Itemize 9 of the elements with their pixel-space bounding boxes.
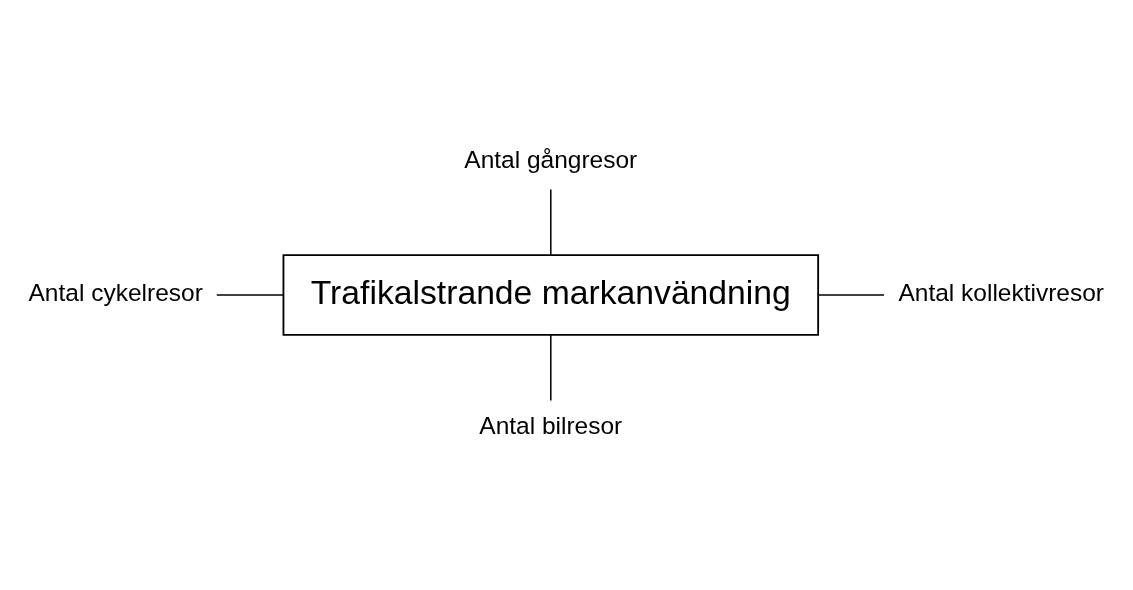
connector [550, 188, 552, 256]
node-box: Trafikalstrande markanvändning [282, 254, 820, 336]
connector [216, 294, 285, 296]
connector [550, 334, 552, 402]
node-text: Antal cykelresor [28, 278, 203, 306]
connector [817, 294, 885, 296]
node-text: Antal bilresor [479, 412, 623, 440]
node-text: Antal kollektivresor [898, 278, 1105, 306]
node-text: Antal gångresor [464, 145, 638, 173]
